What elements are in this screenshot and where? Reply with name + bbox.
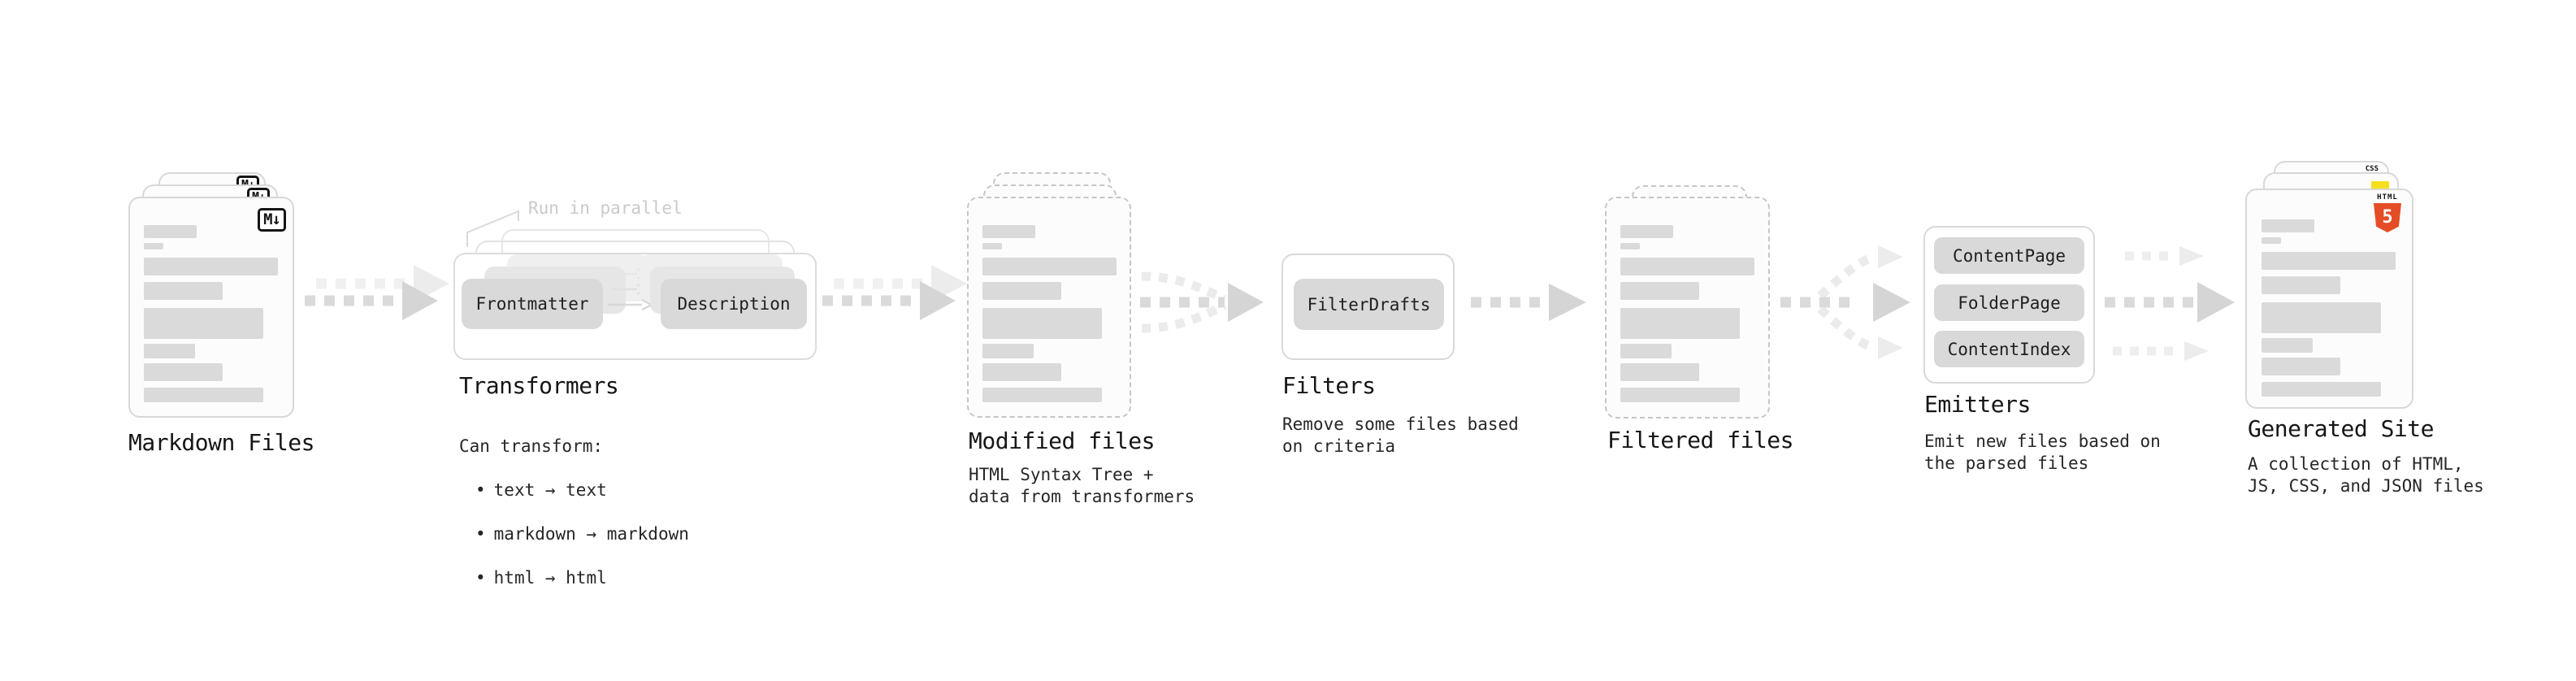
file-card-front — [967, 197, 1131, 418]
document-content-placeholder — [982, 225, 1117, 402]
arrowhead — [2197, 282, 2235, 323]
arrowhead-bottom — [1878, 336, 1903, 359]
arrow-filters-to-filtered — [1471, 284, 1586, 321]
content-line — [144, 344, 195, 358]
transformers-caption: Can transform: — [459, 436, 604, 456]
contentindex-pill: ContentIndex — [1934, 331, 2084, 367]
file-card-front — [1605, 197, 1770, 419]
content-line — [1620, 225, 1673, 238]
arrowhead — [1228, 283, 1264, 322]
arrowhead — [920, 281, 956, 320]
html5-icon: HTML 5 — [2371, 194, 2404, 232]
arrowhead — [402, 281, 438, 320]
frontmatter-pill: Frontmatter — [462, 279, 603, 329]
transform-type-item: • html → html — [459, 567, 689, 589]
arrowhead-bottom — [2184, 341, 2209, 361]
generated-site-title: Generated Site — [2248, 415, 2435, 442]
filters-title: Filters — [1282, 372, 1376, 399]
content-line — [1620, 344, 1672, 358]
arrowhead-top — [2179, 246, 2204, 266]
content-line — [1620, 363, 1699, 381]
content-line — [982, 344, 1034, 358]
content-line — [982, 258, 1117, 275]
content-line — [1620, 258, 1754, 275]
content-line — [2262, 302, 2381, 333]
content-line — [982, 243, 1002, 249]
content-line — [144, 282, 223, 300]
js-icon — [2371, 181, 2389, 189]
filters-subtitle: Remove some files based on criteria — [1282, 414, 1519, 456]
modified-files-subtitle: HTML Syntax Tree + data from transformer… — [969, 465, 1195, 506]
content-line — [1620, 282, 1699, 300]
arrow-filtered-to-emitters — [1780, 245, 1910, 359]
file-card-front: M↓ — [128, 197, 294, 418]
emitters-subtitle: Emit new files based on the parsed files — [1924, 432, 2161, 473]
transform-type-item: • markdown → markdown — [459, 523, 689, 545]
filtered-files-title: Filtered files — [1607, 427, 1794, 453]
content-line — [982, 282, 1061, 300]
css-badge-label: CSS — [2365, 165, 2379, 173]
content-line — [2262, 338, 2313, 353]
content-line — [1620, 388, 1740, 402]
content-line — [982, 308, 1102, 339]
arrowhead — [1549, 284, 1586, 321]
content-line — [144, 243, 163, 249]
markdown-files-title: Markdown Files — [128, 429, 315, 456]
content-line — [982, 225, 1035, 238]
content-line — [144, 308, 263, 339]
html5-number: 5 — [2382, 207, 2393, 228]
bullet-icon: • — [475, 480, 486, 500]
description-pill: Description — [661, 279, 807, 329]
modified-files-title: Modified files — [969, 427, 1156, 454]
content-line — [982, 388, 1102, 402]
content-line — [2262, 382, 2381, 397]
note-leader-line — [466, 210, 519, 247]
html5-word: HTML — [2377, 193, 2398, 202]
contentpage-pill: ContentPage — [1934, 237, 2084, 274]
content-line — [144, 225, 197, 238]
content-line — [144, 388, 263, 402]
bullet-icon: • — [475, 524, 486, 544]
content-line — [2262, 237, 2281, 244]
run-in-parallel-note: Run in parallel — [528, 198, 683, 218]
document-content-placeholder — [1620, 225, 1754, 402]
content-line — [982, 363, 1061, 381]
emitters-title: Emitters — [1924, 391, 2031, 418]
transform-type-item: • text → text — [459, 479, 689, 501]
content-line — [144, 258, 278, 275]
content-line — [2262, 252, 2396, 270]
folderpage-pill: FolderPage — [1934, 284, 2084, 321]
document-content-placeholder — [144, 225, 278, 402]
transformers-title: Transformers — [459, 372, 619, 399]
content-line — [1620, 243, 1640, 249]
transform-type-label: text → text — [493, 480, 607, 500]
arrowhead-top — [1878, 245, 1903, 268]
content-line — [2262, 276, 2340, 294]
content-line — [2262, 219, 2314, 232]
filterdrafts-pill: FilterDrafts — [1294, 279, 1444, 330]
generated-site-subtitle: A collection of HTML, JS, CSS, and JSON … — [2248, 454, 2484, 496]
arrowhead — [1873, 283, 1910, 322]
markdown-icon: M↓ — [258, 208, 286, 232]
bullet-icon: • — [475, 568, 486, 588]
arrow-modified-to-filters — [1140, 271, 1264, 333]
document-content-placeholder — [2262, 219, 2396, 397]
html5-shield: 5 — [2374, 203, 2401, 232]
content-line — [144, 363, 223, 381]
arrow-emitters-to-generated — [2105, 246, 2235, 361]
transform-type-label: html → html — [493, 568, 607, 588]
content-line — [2262, 358, 2340, 375]
arrow-transformers-to-modified — [822, 265, 967, 320]
transformers-caption-block: Can transform: • text → text • markdown → … — [459, 414, 689, 611]
transform-type-label: markdown → markdown — [493, 524, 689, 544]
content-line — [1620, 308, 1740, 339]
file-card-front-html: HTML 5 — [2245, 189, 2413, 409]
arrow-markdown-to-transformers — [305, 265, 449, 320]
